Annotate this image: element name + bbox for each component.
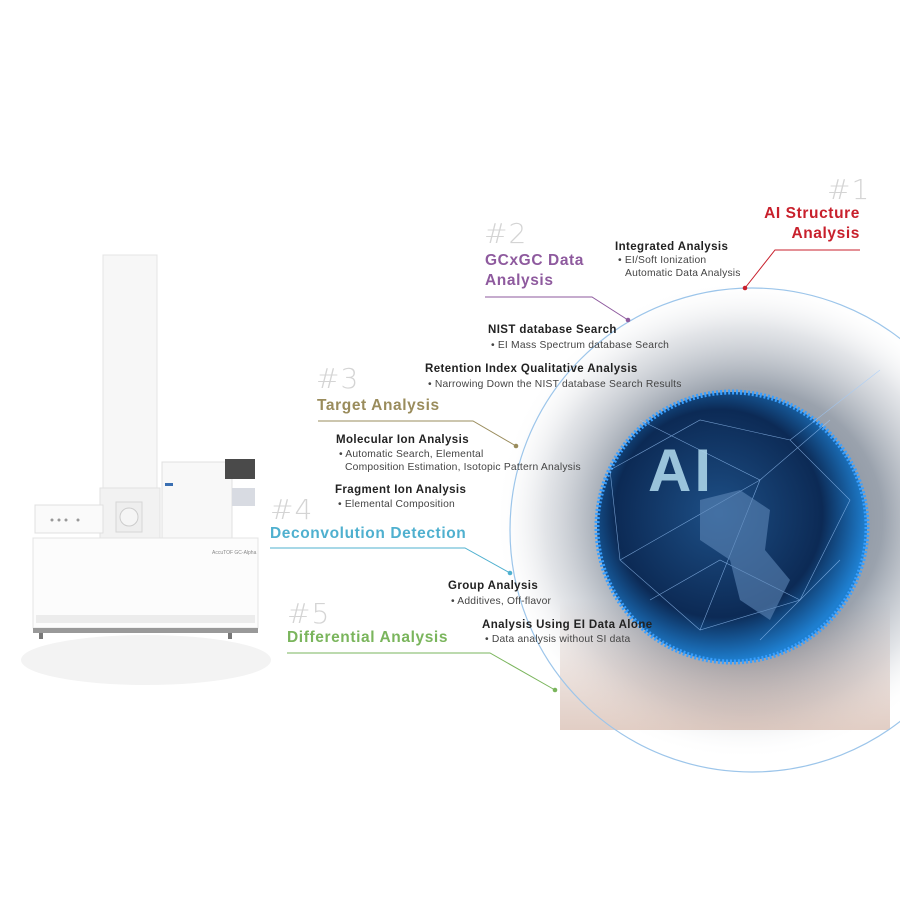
feature-bullet: • Additives, Off-flavor bbox=[451, 596, 552, 607]
instrument-model-label: AccuTOF GC-Alpha bbox=[212, 550, 257, 556]
title-line: GCxGC Data bbox=[485, 252, 585, 269]
feature-bullet: Automatic Data Analysis bbox=[625, 268, 741, 279]
feature-bullet: • Elemental Composition bbox=[338, 499, 455, 510]
feature-bullet: Composition Estimation, Isotopic Pattern… bbox=[345, 462, 581, 473]
title-line: Analysis bbox=[485, 272, 554, 289]
category-number-1: #1 bbox=[827, 173, 871, 206]
feature-title: Retention Index Qualitative Analysis bbox=[425, 363, 638, 375]
feature-ei-data-alone: Analysis Using EI Data Alone • Data anal… bbox=[482, 618, 653, 646]
feature-title: Analysis Using EI Data Alone bbox=[482, 619, 653, 631]
globe-ai-label: AI bbox=[648, 437, 714, 504]
title-line: AI Structure bbox=[764, 205, 860, 222]
category-number-2: #2 bbox=[484, 217, 528, 250]
feature-fragment-ion: Fragment Ion Analysis • Elemental Compos… bbox=[335, 483, 466, 511]
feature-bullet: • EI/Soft Ionization bbox=[618, 255, 707, 266]
feature-retention-index: Retention Index Qualitative Analysis • N… bbox=[425, 362, 682, 391]
leader-line-4 bbox=[270, 547, 511, 574]
feature-group-analysis: Group Analysis • Additives, Off-flavor bbox=[448, 579, 551, 608]
feature-integrated-analysis: Integrated Analysis • EI/Soft Ionization… bbox=[615, 240, 741, 280]
leader-line-3 bbox=[318, 420, 517, 447]
feature-title: Fragment Ion Analysis bbox=[335, 484, 467, 496]
category-title-ai-structure: AI Structure Analysis bbox=[764, 204, 860, 244]
feature-title: Group Analysis bbox=[448, 580, 539, 592]
category-number-3: #3 bbox=[316, 362, 360, 395]
feature-title: NIST database Search bbox=[488, 324, 617, 336]
feature-bullet: • Narrowing Down the NIST database Searc… bbox=[428, 379, 682, 390]
leader-line-1 bbox=[744, 249, 860, 289]
category-title-deconvolution: Deconvolution Detection bbox=[270, 525, 467, 542]
feature-molecular-ion: Molecular Ion Analysis • Automatic Searc… bbox=[336, 433, 581, 474]
feature-nist-search: NIST database Search • EI Mass Spectrum … bbox=[488, 323, 669, 352]
category-title-gcxgc: GCxGC Data Analysis bbox=[485, 251, 584, 291]
feature-title: Integrated Analysis bbox=[615, 241, 729, 253]
leader-line-5 bbox=[287, 652, 556, 691]
instrument-illustration bbox=[21, 254, 271, 685]
continents bbox=[700, 490, 790, 620]
category-title-differential: Differential Analysis bbox=[287, 629, 449, 646]
orbit-arc bbox=[509, 287, 900, 773]
category-number-4: #4 bbox=[270, 493, 314, 526]
feature-bullet: • Automatic Search, Elemental bbox=[339, 449, 484, 460]
category-number-5: #5 bbox=[287, 597, 331, 630]
feature-bullet: • Data analysis without SI data bbox=[485, 634, 631, 645]
category-title-target: Target Analysis bbox=[317, 397, 440, 414]
title-line: Analysis bbox=[791, 225, 860, 242]
feature-title: Molecular Ion Analysis bbox=[336, 434, 469, 446]
leader-line-2 bbox=[485, 296, 629, 321]
feature-bullet: • EI Mass Spectrum database Search bbox=[491, 340, 670, 351]
